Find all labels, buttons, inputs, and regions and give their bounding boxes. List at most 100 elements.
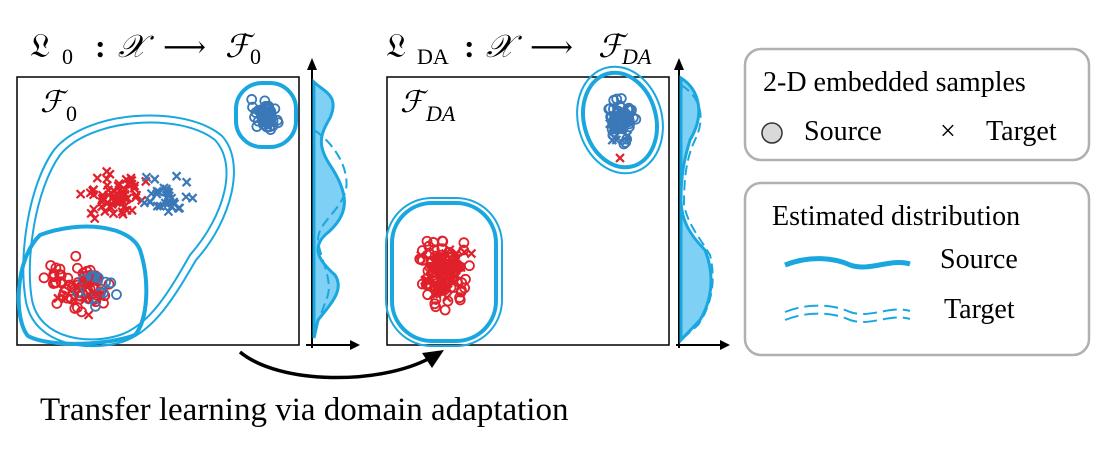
- right-title-script: 𝔏: [386, 28, 406, 65]
- source-sample-point: [54, 263, 66, 275]
- target-sample-point: [97, 193, 108, 204]
- left-title-sub: 0: [62, 44, 73, 69]
- source-sample-point: [439, 304, 451, 316]
- source-sample-point: [246, 94, 258, 105]
- target-sample-point: [456, 262, 466, 273]
- right-title-target-sub: DA: [621, 44, 652, 69]
- left-title-target-sub: 0: [250, 44, 261, 69]
- target-sample-point: [181, 177, 192, 187]
- left-title-domain: 𝒳: [118, 28, 155, 64]
- target-sample-point: [130, 192, 141, 203]
- caption: Transfer learning via domain adaptation: [40, 392, 568, 428]
- target-sample-point: [117, 195, 128, 205]
- left-feature-space: ℱ 0: [16, 76, 300, 348]
- target-sample-point: [431, 252, 441, 262]
- source-sample-point: [255, 106, 267, 118]
- source-sample-point: [48, 278, 59, 289]
- target-sample-point: [75, 189, 86, 199]
- target-sample-point: [146, 188, 157, 199]
- target-sample-point: [438, 278, 448, 289]
- legend-samples-source: Source: [804, 116, 882, 147]
- legend-distribution-target: Target: [944, 294, 1015, 325]
- left-title-script: 𝔏: [30, 28, 50, 65]
- legend-distribution-title: Estimated distribution: [772, 201, 1020, 232]
- left-title-arrow: ⟶: [163, 31, 206, 64]
- transfer-arrow: [238, 350, 444, 380]
- target-sample-point: [452, 253, 462, 264]
- target-sample-point: [97, 197, 107, 207]
- target-sample-point: [117, 206, 127, 217]
- target-sample-point: [445, 276, 455, 286]
- target-sample-point: [141, 172, 152, 183]
- left-density-axis: [306, 58, 360, 350]
- source-sample-point: [454, 292, 465, 304]
- source-line-icon: [784, 256, 911, 270]
- target-sample-point: [466, 248, 477, 259]
- target-sample-point: [444, 244, 455, 255]
- legend-samples-title: 2-D embedded samples: [763, 67, 1026, 98]
- target-sample-point: [416, 250, 426, 261]
- target-sample-point: [155, 201, 165, 211]
- source-sample-point: [263, 100, 274, 112]
- target-sample-point: [434, 265, 445, 276]
- left-blue-source-contour: [234, 81, 298, 149]
- source-sample-point: [421, 235, 433, 247]
- target-sample-point: [171, 171, 182, 181]
- right-blue-source-contour: [581, 70, 659, 170]
- right-panel-title: 𝔏 DA : 𝒳 ⟶ ℱ DA: [386, 28, 652, 69]
- left-target-density: [313, 129, 348, 337]
- target-sample-point: [149, 174, 160, 184]
- target-sample-point: [152, 201, 163, 211]
- source-sample-point: [247, 101, 258, 113]
- target-sample-point: [113, 181, 123, 191]
- source-sample-point: [100, 276, 111, 288]
- source-sample-point: [48, 271, 60, 283]
- target-sample-point: [89, 204, 99, 215]
- legend-samples-target: Target: [986, 116, 1057, 147]
- target-sample-point: [613, 123, 624, 134]
- legend-samples-box: [743, 47, 1091, 162]
- source-sample-point: [251, 121, 263, 132]
- target-sample-point: [432, 289, 442, 299]
- target-sample-point: [187, 193, 198, 203]
- left-space-label: ℱ: [40, 86, 69, 119]
- legend-distribution: Estimated distribution Source Target: [743, 181, 1091, 357]
- right-red-source-contour: [390, 201, 498, 343]
- left-title-colon: :: [95, 28, 106, 64]
- target-sample-point: [423, 277, 433, 288]
- target-sample-point: [163, 190, 174, 201]
- target-sample-point: [616, 115, 627, 126]
- target-sample-point: [69, 294, 79, 305]
- source-sample-point: [111, 289, 122, 300]
- source-sample-point: [272, 117, 284, 129]
- target-sample-point: [60, 294, 71, 304]
- legend-samples: 2-D embedded samples Source × Target: [743, 47, 1091, 162]
- right-title-sub: DA: [417, 44, 449, 69]
- source-sample-point: [72, 262, 83, 274]
- right-target-density: [680, 84, 714, 341]
- target-sample-point: [118, 209, 128, 220]
- left-source-contours: [16, 81, 298, 346]
- legend-distribution-box: [743, 181, 1091, 357]
- source-sample-point: [429, 298, 441, 310]
- right-feature-box: [386, 76, 670, 346]
- right-title-arrow: ⟶: [530, 31, 573, 64]
- source-sample-point: [436, 235, 448, 247]
- right-target-contour: [385, 65, 664, 347]
- source-sample-point: [261, 113, 273, 125]
- right-space-label-sub: DA: [425, 101, 456, 126]
- target-sample-point: [608, 126, 619, 136]
- target-sample-point: [71, 282, 82, 292]
- left-sample-points: [38, 94, 284, 320]
- target-sample-point: [101, 166, 112, 177]
- source-sample-point: [55, 276, 67, 288]
- target-sample-point: [53, 293, 63, 304]
- right-title-domain: 𝒳: [486, 28, 523, 64]
- target-sample-point: [604, 119, 615, 129]
- source-sample-point: [45, 260, 57, 271]
- source-sample-point: [611, 93, 623, 105]
- target-sample-point: [442, 292, 452, 303]
- right-title-colon: :: [464, 28, 475, 64]
- target-sample-point: [425, 264, 436, 275]
